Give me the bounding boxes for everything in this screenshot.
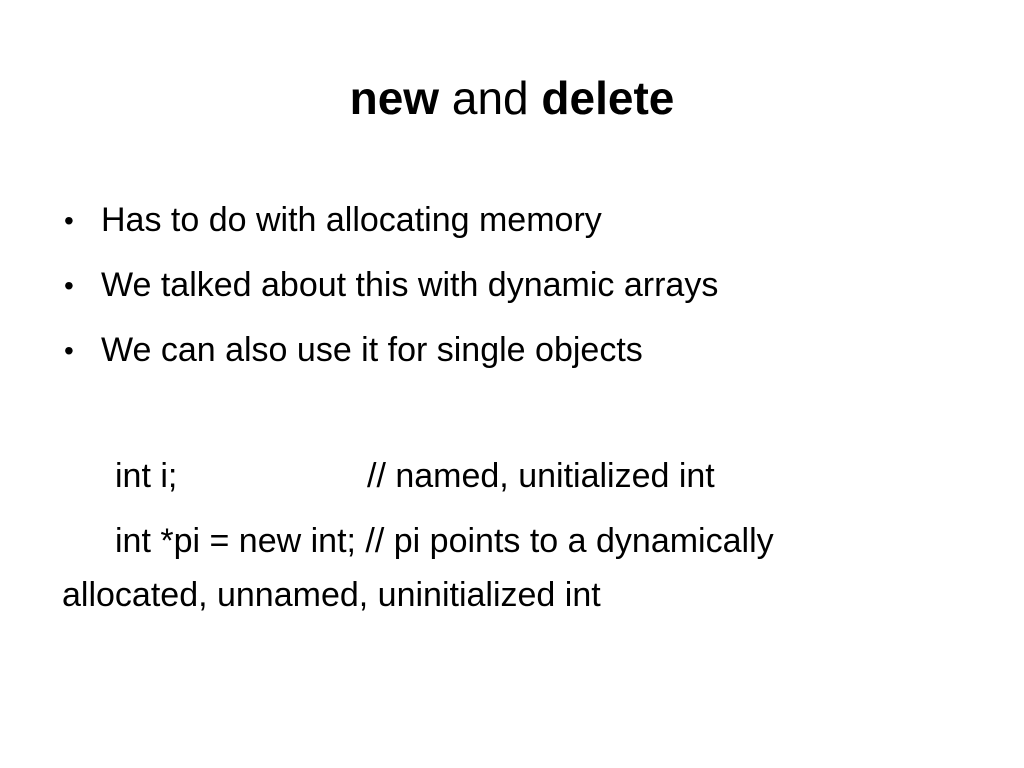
code-line-dynamic-int: int *pi = new int; // pi points to a dyn… (115, 522, 774, 560)
code-line-named-int: int i; // named, unitialized int (115, 448, 715, 504)
code-comment: // named, unitialized int (367, 457, 715, 495)
bullet-item: • Has to do with allocating memory (62, 188, 718, 253)
bullet-text: We talked about this with dynamic arrays (101, 266, 719, 304)
title-connector: and (451, 72, 529, 124)
bullet-dot-icon: • (64, 270, 74, 301)
title-keyword-delete: delete (541, 72, 675, 124)
bullet-item: • We can also use it for single objects (62, 318, 718, 383)
bullet-text: We can also use it for single objects (101, 331, 643, 369)
code-line-continuation: allocated, unnamed, uninitialized int (62, 576, 601, 614)
bullet-text: Has to do with allocating memory (101, 201, 602, 239)
slide-title: new and delete (0, 66, 1024, 130)
bullet-item: • We talked about this with dynamic arra… (62, 253, 718, 318)
bullet-dot-icon: • (64, 335, 74, 366)
bullet-list: • Has to do with allocating memory • We … (62, 188, 718, 383)
title-keyword-new: new (349, 72, 440, 124)
code-declaration: int i; (115, 457, 178, 495)
bullet-dot-icon: • (64, 205, 74, 236)
